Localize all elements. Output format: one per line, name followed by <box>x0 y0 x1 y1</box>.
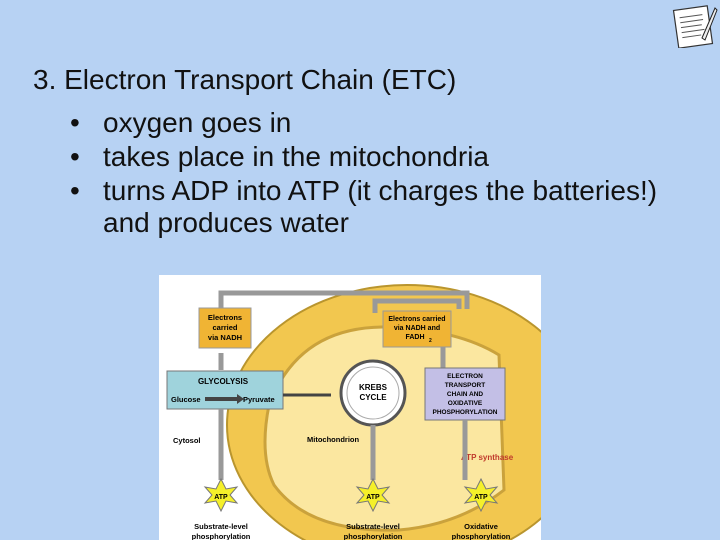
electrons-nadh-fadh-box <box>382 310 452 348</box>
bullet-item: • turns ADP into ATP (it charges the batt… <box>70 175 690 239</box>
glucose-label: Glucose <box>171 395 201 404</box>
electrons-nadh-line-3: via NADH <box>208 333 242 342</box>
mitochondrion-label: Mitochondrion <box>307 435 359 444</box>
substrate-level-mid-line-2: phosphorylation <box>344 532 403 540</box>
bullet-text: takes place in the mitochondria <box>103 141 489 172</box>
etc-box <box>424 367 506 421</box>
bullet-item: • oxygen goes in <box>70 107 690 139</box>
atp-synthase-label: ATP synthase <box>461 453 514 462</box>
krebs-cycle-inner-ring <box>346 366 400 420</box>
glycolysis-box <box>166 370 284 410</box>
cellular-respiration-diagram: Electrons carried via NADH Electrons car… <box>159 275 541 540</box>
atp-label: ATP <box>214 494 228 501</box>
electrons-fadh-line-2: via NADH and <box>394 325 440 332</box>
atp-star-right: ATP <box>463 477 499 513</box>
atp-flow-arrows <box>218 409 468 480</box>
fadh-subscript: 2 <box>429 338 432 344</box>
etc-line-3: CHAIN AND <box>447 391 484 398</box>
cytosol-label: Cytosol <box>173 436 201 445</box>
substrate-level-left-line-1: Substrate-level <box>194 522 248 531</box>
bullet-item: • takes place in the mitochondria <box>70 141 690 173</box>
glycolysis-arrowhead <box>237 394 244 404</box>
krebs-label-line-2: CYCLE <box>359 393 387 402</box>
etc-line-1: ELECTRON <box>447 373 483 380</box>
electrons-nadh-line-1: Electrons <box>208 313 242 322</box>
bullet-dot: • <box>70 107 80 138</box>
notes-icon <box>672 5 718 48</box>
atp-star-middle: ATP <box>355 477 391 513</box>
electrons-fadh-line-3: FADH <box>405 334 424 341</box>
etc-line-4: OXIDATIVE <box>448 400 483 407</box>
oxidative-line-1: Oxidative <box>464 522 498 531</box>
bullet-dot: • <box>70 141 80 172</box>
slide-heading: 3. Electron Transport Chain (ETC) <box>33 64 457 95</box>
etc-line-2: TRANSPORT <box>445 382 485 389</box>
atp-label: ATP <box>474 494 488 501</box>
electrons-nadh-box <box>198 307 252 349</box>
electrons-nadh-line-2: carried <box>212 323 237 332</box>
substrate-level-left-line-2: phosphorylation <box>192 532 251 540</box>
electrons-fadh-line-1: Electrons carried <box>388 316 445 323</box>
bullet-text: oxygen goes in <box>103 107 292 138</box>
krebs-label-line-1: KREBS <box>359 383 388 392</box>
electron-flow-arrows <box>218 290 470 370</box>
bullet-list: • oxygen goes in • takes place in the mito… <box>70 107 690 241</box>
oxidative-line-2: phosphorylation <box>452 532 511 540</box>
glycolysis-label: GLYCOLYSIS <box>198 377 249 386</box>
atp-star-left: ATP <box>203 477 239 513</box>
substrate-level-mid-line-1: Substrate-level <box>346 522 400 531</box>
bullet-dot: • <box>70 175 80 206</box>
bullet-text: turns ADP into ATP (it charges the batte… <box>103 175 658 238</box>
etc-line-5: PHOSPHORYLATION <box>432 409 497 416</box>
atp-label: ATP <box>366 494 380 501</box>
pyruvate-label: Pyruvate <box>243 395 275 404</box>
